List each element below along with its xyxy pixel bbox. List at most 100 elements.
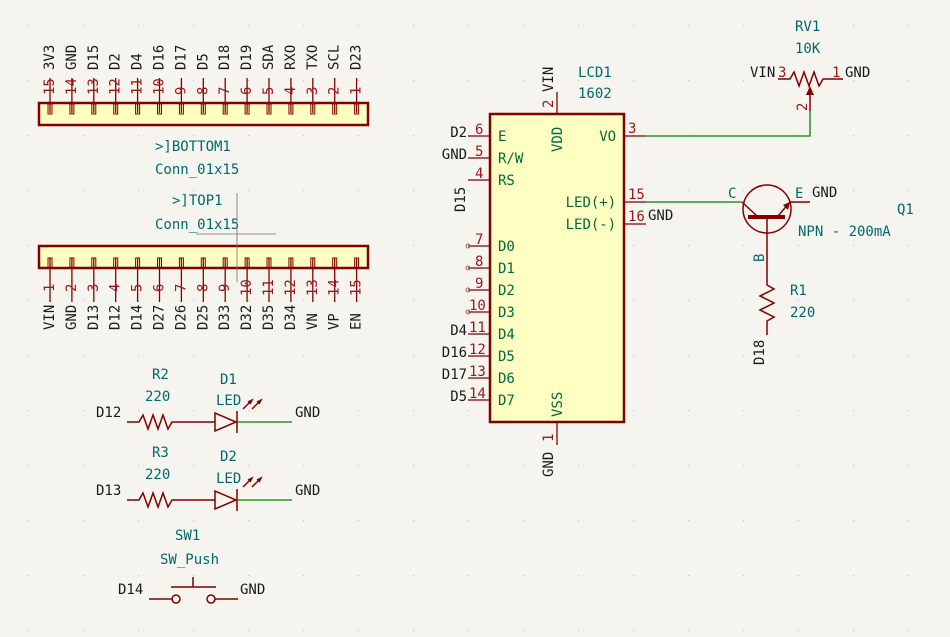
grid-dot — [28, 190, 30, 192]
resistor-r1[interactable]: R1 220 D18 — [752, 282, 815, 365]
grid-dot — [743, 520, 745, 522]
transistor-q1[interactable]: C E GND B Q1 NPN - 200mA — [728, 184, 914, 282]
pin-net-label: D13 — [86, 305, 102, 330]
d1-diode-icon — [214, 411, 238, 433]
lcd-pin[interactable]: D18 — [465, 254, 515, 277]
pin-net-label: D14 — [130, 305, 146, 330]
d1-light-arrows-icon — [242, 398, 263, 410]
pin-net-label: D35 — [261, 305, 277, 330]
switch-sw1[interactable]: SW1 SW_Push D14 GND — [118, 528, 265, 604]
grid-dot — [413, 575, 415, 577]
led-circuit-d2[interactable]: R3 220 D13 D2 LED GND — [96, 445, 320, 511]
grid-dot — [28, 245, 30, 247]
grid-dot — [413, 135, 415, 137]
lcd-pin-name: D6 — [498, 371, 515, 387]
led-circuit-d1[interactable]: R2 220 D12 D1 LED GND — [96, 367, 320, 433]
grid-dot — [853, 520, 855, 522]
wire-vo-to-rv1[interactable] — [646, 111, 811, 137]
grid-dot — [413, 25, 415, 27]
grid-dot — [468, 465, 470, 467]
grid-dot — [523, 575, 525, 577]
grid-dot — [908, 630, 910, 632]
connector-top1-ref: >]TOP1 — [172, 193, 223, 209]
grid-dot — [798, 630, 800, 632]
grid-dot — [138, 630, 140, 632]
lcd-pin[interactable]: D07 — [465, 232, 515, 255]
lcd-pin-number: 7 — [475, 232, 483, 248]
pin-number: 7 — [217, 87, 233, 95]
q1-ref: Q1 — [897, 202, 914, 218]
lcd-pin[interactable]: LED(+)15 — [566, 187, 646, 211]
potentiometer-rv1[interactable]: RV1 10K VIN 3 1 GND 2 — [750, 19, 870, 111]
grid-dot — [908, 575, 910, 577]
pin-net-label: D34 — [283, 305, 299, 330]
pin-contact — [47, 257, 53, 269]
grid-dot — [248, 630, 250, 632]
grid-dot — [743, 190, 745, 192]
grid-dot — [633, 80, 635, 82]
connector-pin[interactable]: 8D5 — [195, 53, 211, 115]
grid-dot — [908, 465, 910, 467]
grid-dot — [83, 80, 85, 82]
pin-contact — [178, 103, 184, 115]
q1-pin-e: E — [795, 186, 803, 202]
lcd-1602-symbol[interactable]: 2 VIN VDD 1 GND VSS E6D2R/W5GNDRS4D15D07… — [442, 67, 673, 477]
lcd-net-label: GND — [648, 208, 673, 224]
grid-dot — [358, 575, 360, 577]
grid-dot — [908, 520, 910, 522]
grid-dot — [138, 25, 140, 27]
rv1-value: 10K — [795, 41, 821, 57]
grid-dot — [303, 135, 305, 137]
grid-dot — [468, 575, 470, 577]
grid-dot — [853, 300, 855, 302]
pin-number: 9 — [217, 284, 233, 292]
d2-value: LED — [216, 471, 241, 487]
lcd-pin[interactable]: D29 — [465, 276, 515, 299]
lcd-pin-name: RS — [498, 173, 515, 189]
grid-dot — [798, 575, 800, 577]
pin-net-label: VP — [327, 313, 343, 330]
